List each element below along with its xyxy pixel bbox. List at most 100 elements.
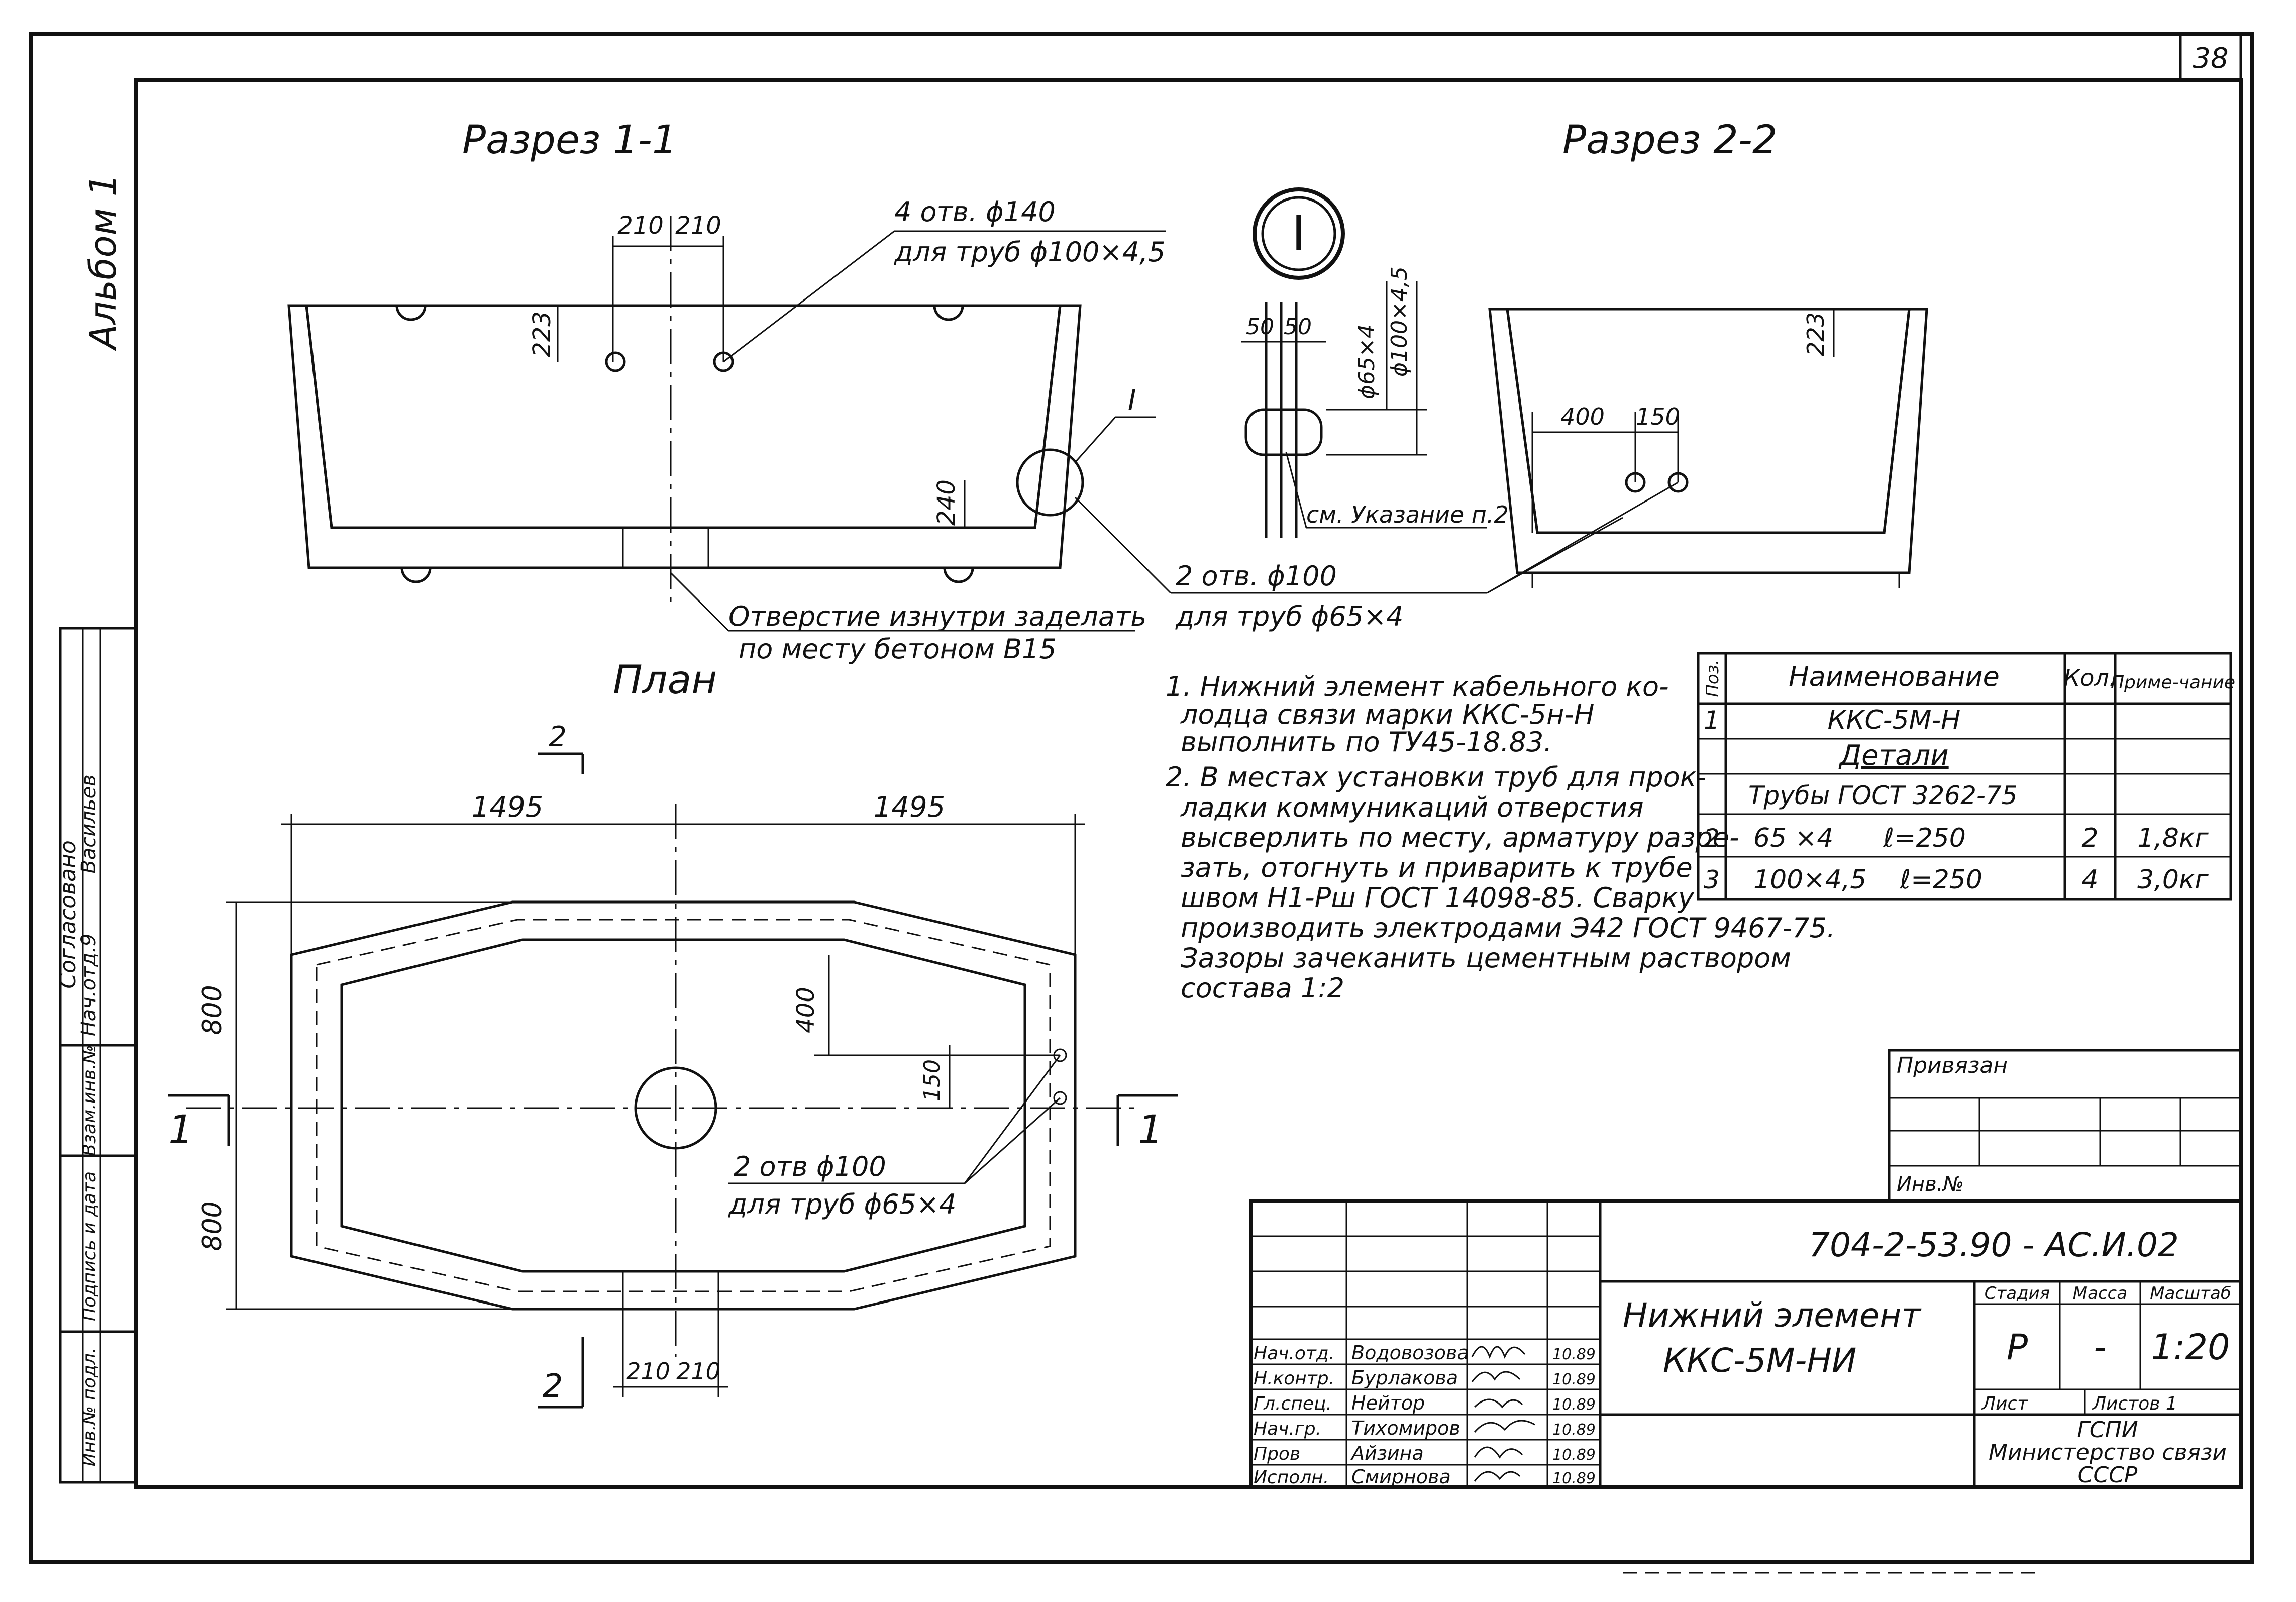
notes-block: 1. Нижний элемент кабельного ко- лодца с… (1166, 671, 1835, 1004)
cut2-top-label: 2 (549, 721, 567, 753)
staff-date-1: 10.89 (1552, 1346, 1596, 1363)
staff-date-3: 10.89 (1552, 1396, 1596, 1414)
detail-label: I (1292, 206, 1306, 262)
s1-dim-240: 240 (932, 479, 961, 526)
s1-dim-223: 223 (528, 311, 556, 357)
mass-header: Масса (2073, 1283, 2127, 1304)
note-line-8: швом Н1-Рш ГОСТ 14098-85. Сварку (1181, 882, 1695, 914)
note-line-10: Зазоры зачеканить цементным раствором (1181, 942, 1791, 974)
s1-holes2-bottom: для труб ϕ65×4 (1175, 600, 1404, 632)
head-label: Нач.отд.9 (77, 934, 100, 1037)
staff-name-4: Тихомиров (1351, 1417, 1460, 1439)
detail-ref: см. Указание п.2 (1306, 501, 1509, 528)
section-2-drawing: 400 150 223 (1488, 308, 1928, 588)
binding-block: Привязан Инв.№ (1888, 1049, 2242, 1203)
signatures (1471, 1346, 1535, 1482)
note-line-1: 1. Нижний элемент кабельного ко- (1166, 671, 1669, 703)
spec-r4-qty: 2 (2081, 823, 2098, 853)
plan-dim-150: 150 (919, 1059, 945, 1102)
s2-dim-400: 400 (1560, 403, 1605, 430)
plan-dim-w1: 1495 (472, 791, 544, 824)
drawing-name-2: ККС-5М-НИ (1663, 1341, 1856, 1380)
s2-dim-223: 223 (1802, 312, 1829, 356)
side-stamp: Согласовано Нач.отд.9 Васильев Инв.№ под… (55, 627, 137, 1484)
sheet-header: Лист (1981, 1393, 2028, 1414)
staff-name-5: Айзина (1350, 1442, 1424, 1464)
stage-value: Р (2007, 1327, 2028, 1368)
note-line-7: зать, отогнуть и приварить к трубе (1181, 852, 1693, 883)
note-line-3: выполнить по ТУ45-18.83. (1181, 726, 1552, 758)
staff-name-1: Водовозова (1351, 1342, 1469, 1364)
inv-label: Инв.№ подл. (79, 1348, 100, 1467)
staff-date-2: 10.89 (1552, 1371, 1596, 1388)
spec-r4-pos: 2 (1704, 824, 1720, 853)
staff-role-5: Пров (1254, 1444, 1300, 1464)
note-line-9: производить электродами Э42 ГОСТ 9467-75… (1181, 912, 1835, 944)
staff-name-3: Нейтор (1351, 1392, 1425, 1414)
page-number: 38 (2193, 42, 2228, 75)
replace-inv-label: Взам.инв.№ (79, 1045, 100, 1156)
staff-role-2: Н.контр. (1254, 1368, 1334, 1389)
s1-node-label: I (1128, 384, 1136, 417)
spec-r5-name: 100×4,5 ℓ=250 (1753, 865, 1982, 895)
note-line-11: состава 1:2 (1181, 972, 1344, 1004)
drawing-name-1: Нижний элемент (1623, 1296, 1922, 1335)
agreed-label: Согласовано (55, 840, 81, 989)
binding-title: Привязан (1897, 1053, 2008, 1078)
section-2-title: Разрез 2-2 (1562, 118, 1777, 163)
note-line-6: высверлить по месту, арматуру разре- (1181, 822, 1739, 853)
plan-dim-h2: 800 (197, 1201, 228, 1251)
detail-pipe2: ϕ100×4,5 (1387, 266, 1412, 377)
spec-header-note: Приме-чание (2111, 672, 2235, 693)
plan-dim-h1: 800 (197, 985, 228, 1035)
spec-r4-name: 65 ×4 ℓ=250 (1753, 823, 1966, 853)
cut2-bottom-label: 2 (543, 1368, 563, 1405)
org-line-3: СССР (2078, 1462, 2138, 1488)
spec-r2-name: Детали (1838, 739, 1948, 772)
spec-r3-name: Трубы ГОСТ 3262-75 (1748, 781, 2018, 810)
s2-dim-150: 150 (1636, 403, 1680, 430)
plan-holes-bottom: для труб ϕ65×4 (728, 1188, 957, 1220)
spec-r1-pos: 1 (1704, 706, 1720, 735)
plan-dim-400: 400 (792, 987, 820, 1033)
staff-name-6: Смирнова (1351, 1466, 1451, 1488)
mass-value: - (2094, 1327, 2106, 1368)
s1-fill-note-2: по месту бетоном В15 (739, 633, 1057, 665)
staff-role-4: Нач.гр. (1254, 1419, 1321, 1439)
s1-fill-note-1: Отверстие изнутри заделать (728, 600, 1146, 632)
album-label: Альбом 1 (82, 173, 124, 351)
s1-dim-210a: 210 (617, 212, 664, 240)
scale-value: 1:20 (2151, 1327, 2230, 1368)
spec-r4-note: 1,8кг (2137, 823, 2209, 853)
s1-dim-210b: 210 (675, 212, 721, 240)
staff-role-3: Гл.спец. (1254, 1393, 1332, 1414)
spec-header-pos: Поз. (1703, 659, 1723, 697)
stage-header: Стадия (1985, 1283, 2050, 1304)
org-line-2: Министерство связи (1989, 1440, 2227, 1465)
note-line-5: ладки коммуникаций отверстия (1180, 791, 1644, 823)
s1-holes-top: 4 отв. ϕ140 (894, 196, 1056, 228)
spec-header-name: Наименование (1789, 661, 2000, 692)
staff-role-6: Исполн. (1254, 1467, 1329, 1488)
detail-dim-50a: 50 (1246, 314, 1274, 340)
plan-dim-210b: 210 (676, 1358, 720, 1385)
title-block: 704-2-53.90 - АС.И.02 Нижний элемент ККС… (1249, 1199, 2243, 1489)
staff-date-6: 10.89 (1552, 1470, 1596, 1487)
section-1-drawing: 210 210 223 240 I (287, 212, 1679, 632)
sheets-header: Листов 1 (2092, 1393, 2177, 1414)
section-1-title: Разрез 1-1 (462, 118, 677, 163)
cut1-right-label: 1 (1138, 1108, 1163, 1153)
head-name: Васильев (77, 774, 100, 873)
note-line-4: 2. В местах установки труб для прок- (1166, 761, 1706, 793)
spec-r5-note: 3,0кг (2137, 865, 2209, 895)
spec-table: Поз. Наименование Кол. Приме-чание 1 ККС… (1697, 652, 2235, 901)
staff-role-1: Нач.отд. (1254, 1343, 1334, 1364)
spec-header-qty: Кол. (2064, 664, 2117, 691)
staff-name-2: Бурлакова (1351, 1367, 1458, 1389)
plan-dim-w2: 1495 (874, 791, 946, 824)
plan-holes-top: 2 отв ϕ100 (734, 1151, 886, 1182)
detail-I: I 50 50 ϕ65×4 ϕ100×4,5 см. Указание п.2 (1241, 187, 1509, 538)
staff-date-5: 10.89 (1552, 1446, 1596, 1464)
spec-r5-qty: 4 (2081, 865, 2098, 895)
